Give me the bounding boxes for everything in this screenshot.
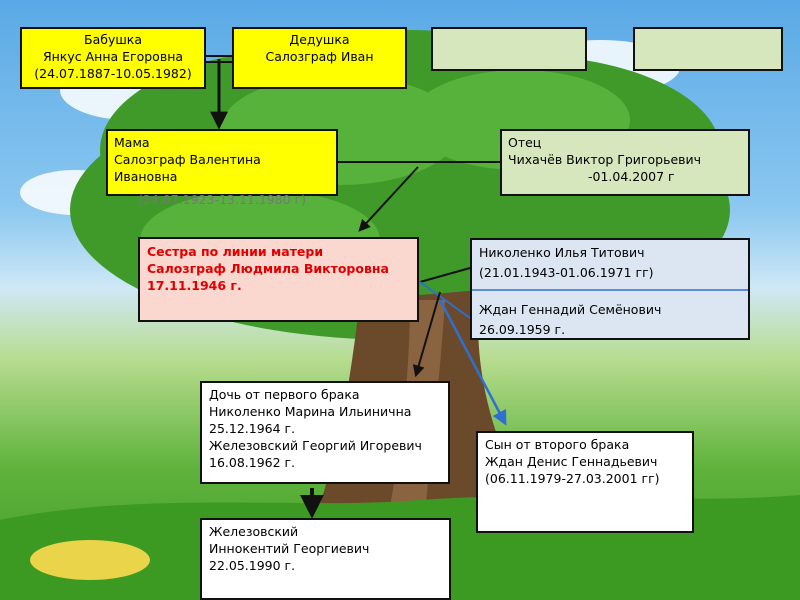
daughter-relation: Дочь от первого брака <box>209 387 360 402</box>
father-role: Отец <box>508 135 542 150</box>
father-name: Чихачёв Виктор Григорьевич <box>508 152 702 167</box>
mother-name: Салозграф Валентина <box>114 152 261 167</box>
mother-patronymic: Ивановна <box>114 169 178 184</box>
grandfather-card[interactable]: Дедушка Салозграф Иван <box>232 27 407 89</box>
son-relation: Сын от второго брака <box>485 437 630 452</box>
mother-card[interactable]: Мама Салозграф Валентина Ивановна <box>106 129 338 196</box>
son-dates: (06.11.1979-27.03.2001 гг) <box>485 471 660 486</box>
grandson-name: Иннокентий Георгиевич <box>209 541 370 556</box>
empty-card[interactable] <box>431 27 587 71</box>
flowers <box>30 540 150 580</box>
mother-role: Мама <box>114 135 150 150</box>
sister-name: Салозграф Людмила Викторовна <box>147 261 389 276</box>
mother-dates: (24.07.1923-13.11.1980 г) <box>138 192 306 207</box>
spouses-divider <box>472 289 748 291</box>
grandson-surname: Железовский <box>209 524 299 539</box>
arrow-to-sister <box>358 166 419 232</box>
daughter-spouse-name: Железовский Георгий Игоревич <box>209 438 422 453</box>
daughter-card[interactable]: Дочь от первого брака Николенко Марина И… <box>200 381 450 484</box>
grandfather-role: Дедушка <box>289 32 350 47</box>
grandmother-dates: (24.07.1887-10.05.1982) <box>34 66 192 81</box>
arrow-to-son <box>438 299 507 426</box>
arrow-to-daughter <box>412 291 441 378</box>
father-dates: -01.04.2007 г <box>588 169 675 184</box>
grandfather-name: Салозграф Иван <box>265 49 374 64</box>
son-card[interactable]: Сын от второго брака Ждан Денис Геннадье… <box>476 431 694 533</box>
sister-birthdate: 17.11.1946 г. <box>147 278 242 293</box>
first-husband-name: Николенко Илья Титович <box>479 245 645 260</box>
second-husband-name: Ждан Геннадий Семёнович <box>479 302 662 317</box>
daughter-birthdate: 25.12.1964 г. <box>209 421 296 436</box>
spouse-connector-2 <box>419 281 471 319</box>
grandson-birthdate: 22.05.1990 г. <box>209 558 296 573</box>
sister-relation: Сестра по линии матери <box>147 244 324 259</box>
father-card[interactable]: Отец Чихачёв Виктор Григорьевич -01.04.2… <box>500 129 750 196</box>
grandson-card[interactable]: Железовский Иннокентий Георгиевич 22.05.… <box>200 518 451 600</box>
sister-card[interactable]: Сестра по линии матери Салозграф Людмила… <box>138 237 419 322</box>
daughter-name: Николенко Марина Ильинична <box>209 404 412 419</box>
empty-card[interactable] <box>633 27 783 71</box>
daughter-spouse-birthdate: 16.08.1962 г. <box>209 455 296 470</box>
grandmother-role: Бабушка <box>84 32 142 47</box>
second-husband-birthdate: 26.09.1959 г. <box>479 322 566 337</box>
son-name: Ждан Денис Геннадьевич <box>485 454 658 469</box>
grandmother-name: Янкус Анна Егоровна <box>42 49 184 64</box>
spouses-card[interactable]: Николенко Илья Титович (21.01.1943-01.06… <box>470 238 750 340</box>
first-husband-dates: (21.01.1943-01.06.1971 гг) <box>479 265 654 280</box>
grandmother-card[interactable]: Бабушка Янкус Анна Егоровна (24.07.1887-… <box>20 27 206 89</box>
spouse-connector-1 <box>419 267 471 283</box>
